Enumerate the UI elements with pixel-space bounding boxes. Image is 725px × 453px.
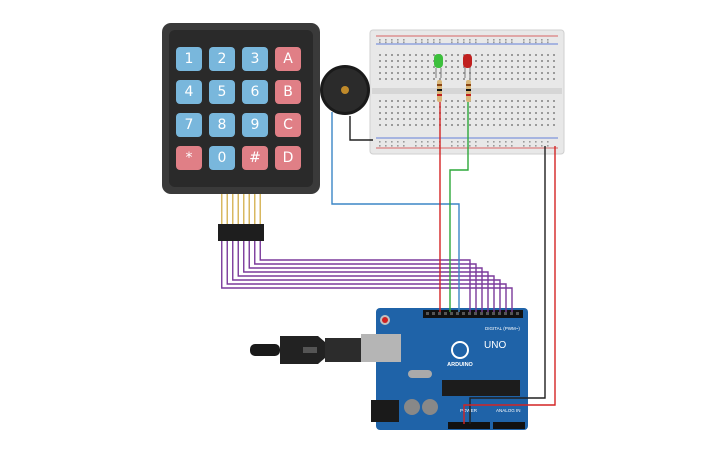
keypad-key-label: B: [283, 84, 293, 100]
keypad-wires: [221, 241, 513, 312]
keypad-key-9[interactable]: 8: [209, 113, 235, 137]
keypad-key-15[interactable]: D: [275, 146, 301, 170]
keypad-pins: [221, 194, 261, 224]
usb-icon: [303, 347, 317, 353]
keypad-key-13[interactable]: 0: [209, 146, 235, 170]
header-digital: [423, 310, 523, 318]
keypad-key-label: 6: [251, 84, 260, 100]
keypad-key-label: 0: [218, 150, 227, 166]
keypad-key-11[interactable]: C: [275, 113, 301, 137]
digital-label: DIGITAL (PWM~): [485, 326, 520, 331]
wires: [221, 102, 556, 424]
keypad-key-label: D: [283, 150, 294, 166]
keypad-key-label: 8: [218, 117, 227, 133]
capacitor-1: [404, 399, 420, 415]
power-label: POWER: [460, 408, 478, 413]
led-green-signal-wire: [449, 102, 469, 312]
keypad-key-label: 1: [185, 51, 194, 67]
led-red[interactable]: [463, 54, 472, 78]
keypad-key-label: 7: [185, 117, 194, 133]
usb-port: [361, 334, 401, 362]
keypad-key-label: 3: [251, 51, 260, 67]
power-jack: [371, 400, 399, 422]
power-wire-red: [463, 146, 556, 424]
keypad-keys: 1 2 3 A 4 5 6 B 7 8 9 C * 0 # D: [176, 47, 301, 170]
keypad-key-10[interactable]: 9: [242, 113, 268, 137]
keypad-key-0[interactable]: 1: [176, 47, 202, 71]
analog-label: ANALOG IN: [496, 408, 521, 413]
keypad-key-6[interactable]: 6: [242, 80, 268, 104]
atmega-chip: [442, 380, 520, 396]
keypad-key-14[interactable]: #: [242, 146, 268, 170]
keypad-key-label: 5: [218, 84, 227, 100]
keypad-key-4[interactable]: 4: [176, 80, 202, 104]
buzzer-center-icon: [341, 86, 349, 94]
usb-cable[interactable]: [250, 336, 361, 364]
resistor-2[interactable]: [466, 80, 471, 102]
buzzer-gnd-wire: [349, 116, 373, 141]
header-power: [448, 422, 525, 429]
buzzer-wire: [331, 112, 460, 312]
keypad-key-label: 4: [185, 84, 194, 100]
arduino-brand-label: ARDUINO: [447, 362, 473, 368]
keypad-header: [218, 224, 264, 241]
keypad-key-12[interactable]: *: [176, 146, 202, 170]
power-wire-black: [469, 146, 546, 424]
led-green[interactable]: [434, 54, 443, 78]
arduino-uno[interactable]: ARDUINO UNO DIGITAL (PWM~) ANALOG IN POW…: [250, 308, 528, 430]
keypad-key-3[interactable]: A: [275, 47, 301, 71]
keypad[interactable]: 1 2 3 A 4 5 6 B 7 8 9 C * 0 # D: [162, 23, 320, 241]
crystal: [408, 370, 432, 378]
keypad-key-2[interactable]: 3: [242, 47, 268, 71]
keypad-key-label: C: [283, 117, 293, 133]
capacitor-2: [422, 399, 438, 415]
arduino-model-label: UNO: [484, 340, 506, 351]
keypad-key-7[interactable]: B: [275, 80, 301, 104]
keypad-key-label: 9: [251, 117, 260, 133]
keypad-key-label: #: [249, 150, 261, 166]
arduino-logo-icon: [451, 341, 469, 359]
digital-pins: [426, 312, 519, 315]
keypad-key-8[interactable]: 7: [176, 113, 202, 137]
keypad-key-5[interactable]: 5: [209, 80, 235, 104]
keypad-key-label: 2: [218, 51, 227, 67]
resistor-1[interactable]: [437, 80, 442, 102]
keypad-key-label: A: [283, 51, 293, 67]
keypad-key-label: *: [186, 150, 193, 166]
piezo-buzzer[interactable]: [320, 65, 370, 115]
keypad-key-1[interactable]: 2: [209, 47, 235, 71]
